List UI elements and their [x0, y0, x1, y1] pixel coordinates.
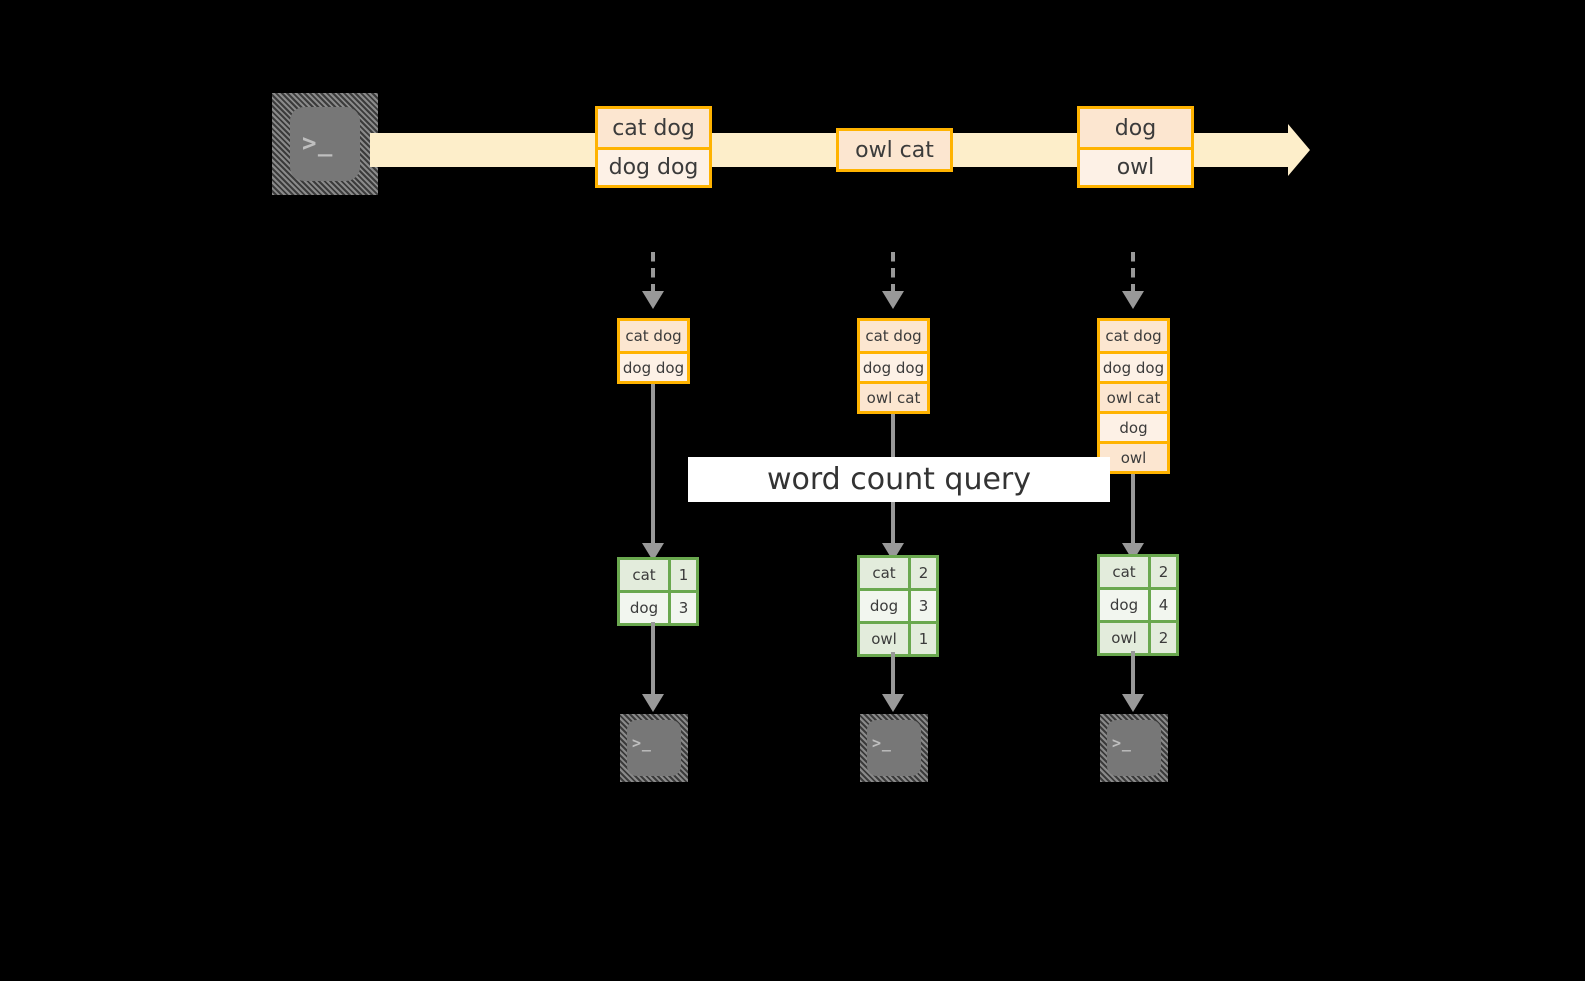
batch-2-input-row: cat dog — [860, 321, 927, 351]
batch-3-sink-arrowhead — [1122, 694, 1144, 712]
result-word: owl — [1100, 623, 1148, 653]
batch-3-sink-line — [1131, 651, 1135, 698]
result-count: 4 — [1148, 590, 1176, 620]
terminal-face — [1107, 720, 1161, 776]
table-row: cat 2 — [1100, 557, 1176, 587]
batch-3-input-row: dog — [1100, 411, 1167, 441]
result-count: 1 — [668, 560, 696, 590]
table-row: dog 3 — [860, 588, 936, 621]
terminal-face — [290, 107, 360, 181]
batch-3-input-row: owl — [1100, 441, 1167, 471]
batch-2-trigger-line — [891, 252, 895, 296]
terminal-prompt-glyph: >_ — [632, 734, 652, 752]
stream-event-2: owl cat — [836, 128, 953, 172]
stream-event-3-line-1: dog — [1080, 109, 1191, 147]
result-word: owl — [860, 624, 908, 654]
stream-event-3-line-2: owl — [1080, 147, 1191, 185]
terminal-face — [867, 720, 921, 776]
result-word: dog — [620, 593, 668, 623]
stream-event-3: dog owl — [1077, 106, 1194, 188]
batch-1-trigger-line — [651, 252, 655, 296]
batch-3-trigger-arrowhead — [1122, 291, 1144, 309]
result-word: cat — [860, 558, 908, 588]
batch-1-sink-terminal-icon: >_ — [620, 714, 688, 782]
stream-event-1: cat dog dog dog — [595, 106, 712, 188]
batch-1-input-row: dog dog — [620, 351, 687, 381]
stream-event-1-line-2: dog dog — [598, 147, 709, 185]
result-count: 2 — [1148, 623, 1176, 653]
table-row: cat 2 — [860, 558, 936, 588]
batch-3-query-line — [1131, 474, 1135, 548]
table-row: owl 2 — [1100, 620, 1176, 653]
batch-2-sink-arrowhead — [882, 694, 904, 712]
batch-1-input-table: cat dog dog dog — [617, 318, 690, 384]
table-row: dog 4 — [1100, 587, 1176, 620]
batch-2-input-table: cat dog dog dog owl cat — [857, 318, 930, 414]
result-count: 2 — [908, 558, 936, 588]
stream-event-2-line-1: owl cat — [839, 131, 950, 169]
result-word: dog — [1100, 590, 1148, 620]
event-stream-arrowhead — [1288, 124, 1310, 176]
terminal-prompt-glyph: >_ — [872, 734, 892, 752]
query-label-text: word count query — [766, 462, 1032, 497]
batch-3-input-row: cat dog — [1100, 321, 1167, 351]
result-count: 2 — [1148, 557, 1176, 587]
terminal-prompt-glyph: >_ — [302, 129, 334, 157]
batch-2-sink-line — [891, 652, 895, 698]
batch-1-sink-arrowhead — [642, 694, 664, 712]
result-count: 1 — [908, 624, 936, 654]
batch-2-result-table: cat 2 dog 3 owl 1 — [857, 555, 939, 657]
terminal-face — [627, 720, 681, 776]
result-count: 3 — [668, 593, 696, 623]
batch-1-input-row: cat dog — [620, 321, 687, 351]
table-row: cat 1 — [620, 560, 696, 590]
batch-3-input-table: cat dog dog dog owl cat dog owl — [1097, 318, 1170, 474]
batch-1-sink-line — [651, 622, 655, 698]
batch-1-result-table: cat 1 dog 3 — [617, 557, 699, 626]
source-terminal-icon: >_ — [272, 93, 378, 195]
result-word: cat — [620, 560, 668, 590]
batch-3-input-row: dog dog — [1100, 351, 1167, 381]
batch-3-input-row: owl cat — [1100, 381, 1167, 411]
batch-3-result-table: cat 2 dog 4 owl 2 — [1097, 554, 1179, 656]
batch-3-sink-terminal-icon: >_ — [1100, 714, 1168, 782]
batch-2-input-row: dog dog — [860, 351, 927, 381]
batch-3-trigger-line — [1131, 252, 1135, 296]
result-word: dog — [860, 591, 908, 621]
batch-2-input-row: owl cat — [860, 381, 927, 411]
query-label-band: word count query — [688, 457, 1110, 502]
batch-1-query-line — [651, 384, 655, 548]
result-word: cat — [1100, 557, 1148, 587]
result-count: 3 — [908, 591, 936, 621]
batch-1-query-arrowhead — [642, 543, 664, 561]
table-row: dog 3 — [620, 590, 696, 623]
table-row: owl 1 — [860, 621, 936, 654]
batch-2-trigger-arrowhead — [882, 291, 904, 309]
batch-1-trigger-arrowhead — [642, 291, 664, 309]
terminal-prompt-glyph: >_ — [1112, 734, 1132, 752]
batch-2-sink-terminal-icon: >_ — [860, 714, 928, 782]
stream-event-1-line-1: cat dog — [598, 109, 709, 147]
